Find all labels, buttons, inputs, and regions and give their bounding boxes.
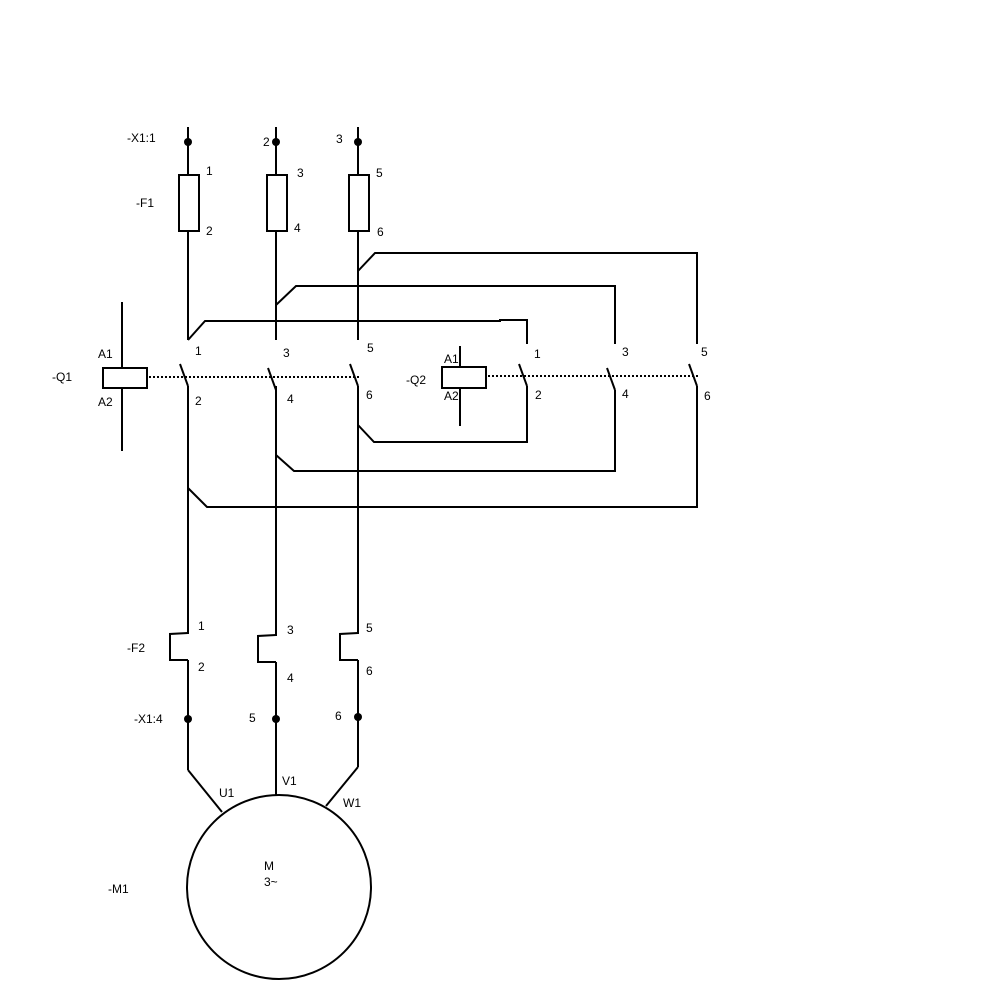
fuse-f1-term-1: 1	[206, 164, 213, 178]
contactor-q1-coil-a2: A2	[98, 395, 113, 409]
contactor-q2-term-5: 5	[701, 345, 708, 359]
terminal-x1-top-tag: -X1:1	[127, 131, 156, 145]
f2-thermal-l2	[257, 634, 277, 663]
q2-lower-bridge-l2	[275, 426, 616, 472]
contactor-q2-coil-a1: A1	[444, 352, 459, 366]
contactor-q1-coil-a1: A1	[98, 347, 113, 361]
f2-thermal-l1	[169, 632, 189, 661]
overload-f2-tag: -F2	[127, 641, 145, 655]
contactor-q1-term-3: 3	[283, 346, 290, 360]
q2-upper-bridge-l3	[357, 252, 698, 344]
q2-upper-bridge-l1	[187, 319, 528, 344]
q1-contact-1-2	[179, 363, 189, 387]
contactor-q2-term-1: 1	[534, 347, 541, 361]
fuse-f1-term-3: 3	[297, 166, 304, 180]
terminal-x1-top-l2: 2	[263, 135, 270, 149]
motor-symbol: M	[264, 859, 274, 873]
contactor-q1-tag: -Q1	[52, 370, 72, 384]
contactor-q1-term-6: 6	[366, 388, 373, 402]
motor-lead-u1	[187, 769, 223, 813]
contactor-q2-tag: -Q2	[406, 373, 426, 387]
motor-m1	[186, 794, 372, 980]
contactor-q2-coil-a2: A2	[444, 389, 459, 403]
contactor-q1-term-4: 4	[287, 392, 294, 406]
terminal-x1-bottom-l2: 5	[249, 711, 256, 725]
contactor-q2-term-3: 3	[622, 345, 629, 359]
contactor-q2-term-2: 2	[535, 388, 542, 402]
motor-lead-w1	[325, 766, 359, 807]
terminal-x1-5-dot	[272, 715, 280, 723]
fuse-f1-term-6: 6	[377, 225, 384, 239]
overload-f2-term-5: 5	[366, 621, 373, 635]
terminal-x1-3-dot	[354, 138, 362, 146]
contactor-q1-term-2: 2	[195, 394, 202, 408]
terminal-x1-1-dot	[184, 138, 192, 146]
terminal-x1-6-dot	[354, 713, 362, 721]
motor-tag: -M1	[108, 882, 129, 896]
contactor-q2-term-6: 6	[704, 389, 711, 403]
q2-coil	[441, 366, 487, 389]
q2-lower-bridge-l1	[187, 426, 698, 508]
contactor-q1-term-5: 5	[367, 341, 374, 355]
fuse-l3	[348, 174, 370, 232]
fuse-l1	[178, 174, 200, 232]
q1-contact-3-4	[267, 367, 277, 391]
q2-contact-3-4	[606, 367, 616, 391]
overload-f2-term-3: 3	[287, 623, 294, 637]
fuse-f1-term-5: 5	[376, 166, 383, 180]
q2-contact-1-2	[518, 363, 528, 387]
q2-lower-bridge-l3	[357, 386, 528, 443]
q1-coil	[102, 367, 148, 389]
motor-terminal-u1: U1	[219, 786, 235, 800]
fuse-f1-term-4: 4	[294, 221, 301, 235]
motor-terminal-v1: V1	[282, 774, 297, 788]
q1-contact-5-6	[349, 363, 359, 387]
fuse-l2	[266, 174, 288, 232]
terminal-x1-bottom-l3: 6	[335, 709, 342, 723]
overload-f2-term-4: 4	[287, 671, 294, 685]
f2-thermal-l3	[339, 632, 359, 661]
motor-phases: 3~	[264, 875, 278, 889]
terminal-x1-bottom-tag: -X1:4	[134, 712, 163, 726]
contactor-q1-term-1: 1	[195, 344, 202, 358]
motor-terminal-w1: W1	[343, 796, 361, 810]
contactor-q2-term-4: 4	[622, 387, 629, 401]
fuse-f1-tag: -F1	[136, 196, 154, 210]
fuse-f1-term-2: 2	[206, 224, 213, 238]
terminal-x1-4-dot	[184, 715, 192, 723]
overload-f2-term-6: 6	[366, 664, 373, 678]
overload-f2-term-2: 2	[198, 660, 205, 674]
terminal-x1-2-dot	[272, 138, 280, 146]
q2-upper-bridge-l2	[275, 285, 616, 344]
overload-f2-term-1: 1	[198, 619, 205, 633]
terminal-x1-top-l3: 3	[336, 132, 343, 146]
